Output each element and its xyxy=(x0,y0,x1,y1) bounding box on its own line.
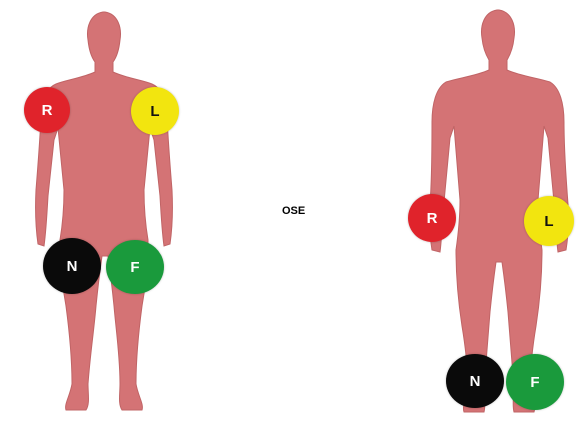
electrode-left-arm: L xyxy=(131,87,179,135)
human-silhouette-left xyxy=(0,0,230,422)
electrode-label: N xyxy=(470,374,481,389)
electrode-label: R xyxy=(427,211,438,226)
electrode-label: R xyxy=(42,103,53,118)
electrode-label: L xyxy=(150,104,159,119)
left-body-figure: R L N F xyxy=(0,0,230,422)
electrode-label: F xyxy=(130,260,139,275)
electrode-label: N xyxy=(67,259,78,274)
electrode-foot: F xyxy=(106,240,164,294)
electrode-label: F xyxy=(530,375,539,390)
electrode-neutral: N xyxy=(446,354,504,408)
electrode-right-arm: R xyxy=(24,87,70,133)
electrode-label: L xyxy=(544,214,553,229)
body-shape xyxy=(36,12,173,410)
electrode-foot: F xyxy=(506,354,564,410)
electrode-left-arm: L xyxy=(524,196,574,246)
right-body-figure: R L N F xyxy=(392,0,584,422)
center-label: OSE xyxy=(282,205,305,217)
electrode-neutral: N xyxy=(43,238,101,294)
electrode-right-arm: R xyxy=(408,194,456,242)
